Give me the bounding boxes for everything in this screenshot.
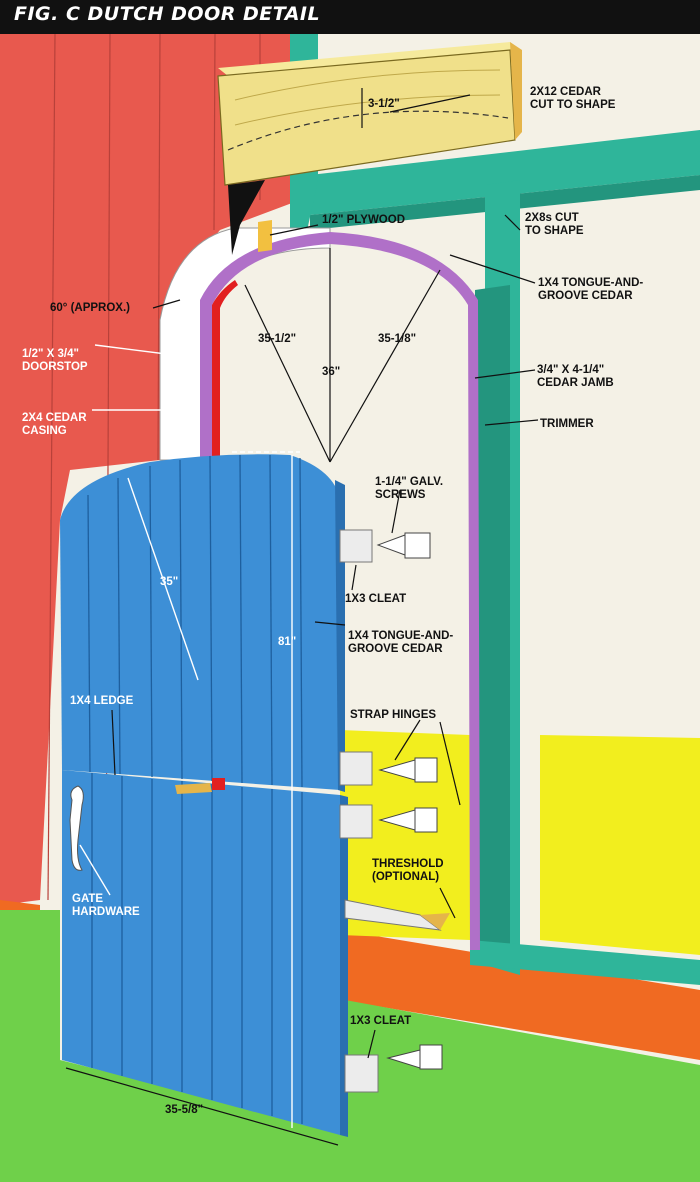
yellow-wall-outside <box>540 735 700 955</box>
title-bar: FIG. C DUTCH DOOR DETAIL <box>0 0 700 34</box>
dimension-lines <box>65 88 539 1146</box>
label-angle-60: 60° (APPROX.) <box>50 302 131 314</box>
red-doorstop-strip <box>212 280 238 460</box>
lower-door-edge <box>340 795 348 1137</box>
header-grain <box>234 69 501 126</box>
label-galv-screws: 1-1/4" GALV. SCREWS <box>375 476 444 501</box>
lower-door-panel <box>62 770 340 1135</box>
green-trimmer <box>475 285 510 960</box>
threshold-edge <box>420 913 450 930</box>
hinge-lower <box>386 1044 443 1070</box>
label-gate-hardware: GATE HARDWARE <box>72 893 140 918</box>
red-doorstop-lower <box>212 778 225 790</box>
label-trimmer: TRIMMER <box>540 418 594 430</box>
gate-handle <box>69 785 84 871</box>
lower-door-boards <box>91 773 303 1124</box>
label-cedar-jamb: 3/4" X 4-1/4" CEDAR JAMB <box>537 364 614 389</box>
header-black-wedge <box>228 180 265 255</box>
cleat-upper <box>339 529 373 563</box>
upper-door-boards <box>87 454 303 788</box>
label-casing: 2X4 CEDAR CASING <box>22 412 87 437</box>
label-cleat-upper: 1X3 CLEAT <box>345 593 407 605</box>
label-cleat-lower: 1X3 CLEAT <box>350 1015 412 1027</box>
label-header-2x12: 2X12 CEDAR CUT TO SHAPE <box>530 86 616 111</box>
header-beam-top <box>218 42 520 76</box>
label-strap-hinges: STRAP HINGES <box>350 709 437 721</box>
green-floor <box>0 910 700 1182</box>
plywood-strip <box>258 220 272 252</box>
dim-door-top-radius: 35" <box>160 576 179 588</box>
label-2x8s: 2X8s CUT TO SHAPE <box>525 212 584 237</box>
header-beam-end <box>510 42 522 140</box>
dim-header-depth: 3-1/2" <box>368 98 400 110</box>
hinge-upper <box>376 532 431 559</box>
page-title: FIG. C DUTCH DOOR DETAIL <box>14 3 321 25</box>
red-siding-wall <box>0 34 300 905</box>
dim-radius-right: 35-1/8" <box>378 333 417 345</box>
floor-trim-strip-right <box>340 930 700 1060</box>
dim-door-width: 35-5/8" <box>165 1104 204 1116</box>
green-top-beam <box>310 130 700 215</box>
cleat-middle-1 <box>339 751 373 786</box>
label-threshold: THRESHOLD (OPTIONAL) <box>372 858 444 883</box>
hinge-middle-1 <box>378 757 438 783</box>
label-plywood: 1/2" PLYWOOD <box>322 214 405 226</box>
label-tongue-groove-door: 1X4 TONGUE-AND- GROOVE CEDAR <box>348 630 454 655</box>
dim-radius-center: 36" <box>322 366 341 378</box>
green-bottom-sill <box>470 940 700 985</box>
dim-door-height: 81" <box>278 636 297 648</box>
cleat-middle-2 <box>339 804 373 839</box>
header-cut-curve <box>227 110 509 151</box>
ledge-board <box>175 783 212 794</box>
cleat-lower <box>344 1054 379 1093</box>
hinge-middle-2 <box>378 807 438 833</box>
white-dimension-lines <box>79 344 300 1128</box>
upper-door-panel <box>60 454 340 790</box>
label-tongue-groove-top: 1X4 TONGUE-AND- GROOVE CEDAR <box>538 277 644 302</box>
label-ledge: 1X4 LEDGE <box>70 695 134 707</box>
label-doorstop: 1/2" X 3/4" DOORSTOP <box>22 348 88 373</box>
dim-radius-left: 35-1/2" <box>258 333 297 345</box>
